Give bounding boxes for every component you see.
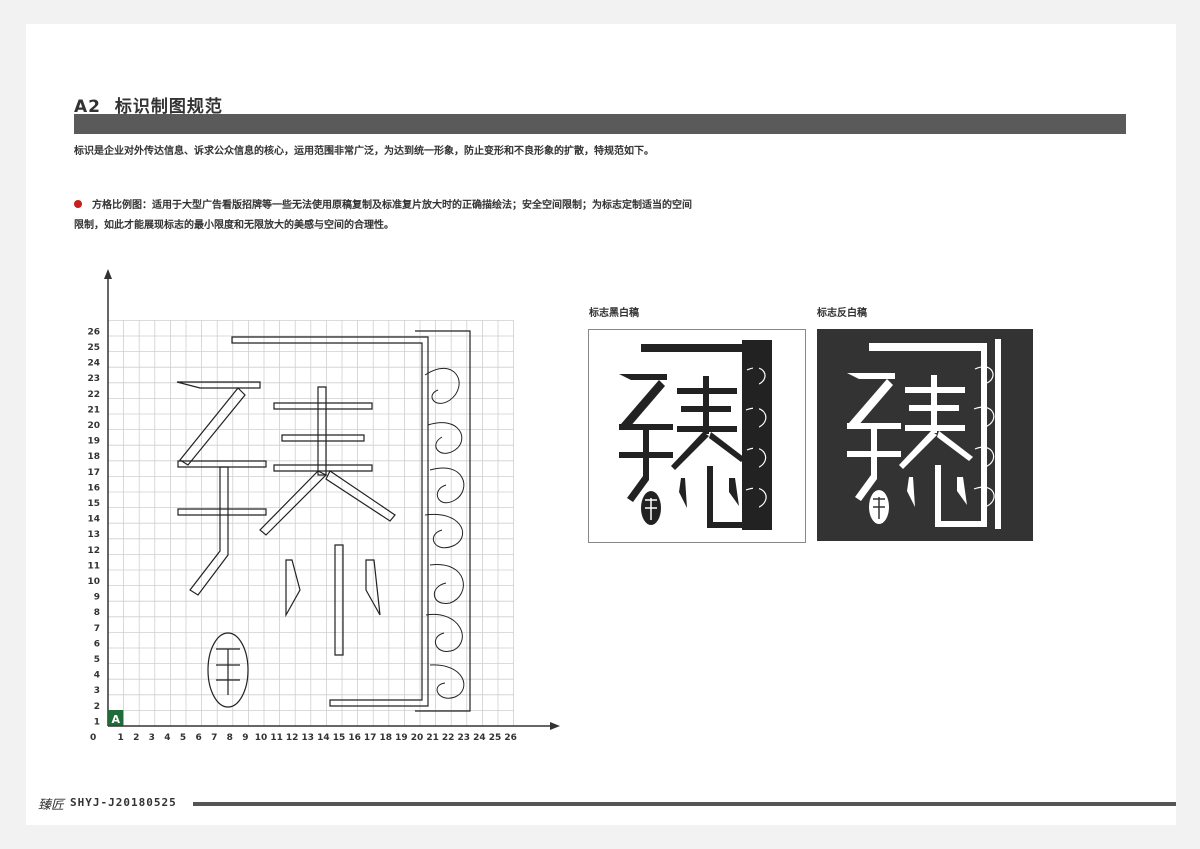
x-axis-arrow-icon [550, 722, 560, 730]
x-axis-tick-label: 20 [411, 733, 424, 743]
x-axis-tick-label: 24 [473, 733, 486, 743]
x-axis-tick-label: 11 [270, 733, 283, 743]
bw-logo-caption: 标志黑白稿 [589, 308, 639, 319]
y-axis-tick-label: 9 [94, 593, 100, 603]
y-axis-tick-label: 22 [87, 390, 100, 400]
grid-axes [104, 269, 560, 730]
y-axis-tick-label: 2 [94, 702, 100, 712]
x-axis-tick-label: 9 [242, 733, 248, 743]
grid-lines [107, 320, 515, 727]
footer-divider [193, 802, 1176, 806]
y-axis-arrow-icon [104, 269, 112, 279]
x-axis-tick-label: 23 [458, 733, 471, 743]
zhen-calligraphy-logo [847, 339, 1001, 529]
grid-corner-marker [108, 710, 124, 726]
y-axis-tick-label: 4 [94, 671, 100, 681]
x-axis-tick-label: 5 [180, 733, 186, 743]
x-axis-tick-label: 15 [333, 733, 346, 743]
x-axis-tick-label: 12 [286, 733, 299, 743]
intro-paragraph: 标识是企业对外传达信息、诉求公众信息的核心，运用范围非常广泛，为达到统一形象，防… [74, 146, 654, 157]
x-axis-tick-label: 13 [302, 733, 315, 743]
x-axis-tick-label: 10 [255, 733, 268, 743]
section-code: A2 [74, 97, 101, 117]
y-axis-tick-label: 7 [94, 624, 100, 634]
x-axis-tick-label: 2 [133, 733, 139, 743]
auspicious-cloud-pattern [424, 367, 465, 699]
x-axis-tick-label: 21 [426, 733, 439, 743]
x-axis-tick-label: 4 [164, 733, 170, 743]
y-axis-tick-label: 13 [87, 530, 100, 540]
y-axis-tick-label: 11 [87, 561, 100, 571]
x-axis-tick-label: 26 [504, 733, 517, 743]
y-axis-tick-label: 25 [87, 343, 100, 353]
x-axis-tick-label: 17 [364, 733, 377, 743]
section-title-text: 标识制图规范 [114, 97, 223, 117]
auspicious-cloud-pattern [973, 366, 995, 508]
y-axis-tick-label: 8 [94, 608, 100, 618]
y-axis-tick-label: 16 [87, 483, 100, 493]
x-axis-tick-label: 7 [211, 733, 217, 743]
grid-origin-label: 0 [90, 733, 96, 743]
bw-logo-panel [588, 329, 806, 543]
y-axis-tick-label: 6 [94, 639, 100, 649]
zhen-calligraphy-logo-outline [176, 330, 471, 712]
x-axis-tick-label: 19 [395, 733, 408, 743]
grid-description-text: 方格比例图：适用于大型广告看版招牌等一些无法使用原稿复制及标准复片放大时的正确描… [74, 200, 692, 231]
x-axis-tick-label: 16 [348, 733, 361, 743]
y-axis-tick-label: 24 [87, 359, 100, 369]
x-axis-tick-label: 3 [149, 733, 155, 743]
y-axis-tick-label: 3 [94, 686, 100, 696]
y-axis-tick-label: 18 [87, 452, 100, 462]
zhen-calligraphy-logo [619, 340, 772, 530]
x-axis-tick-label: 22 [442, 733, 455, 743]
x-axis-tick-label: 8 [227, 733, 233, 743]
y-axis-tick-label: 23 [87, 374, 100, 384]
y-axis-tick-label: 21 [87, 405, 100, 415]
grid-description: 方格比例图：适用于大型广告看版招牌等一些无法使用原稿复制及标准复片放大时的正确描… [74, 196, 694, 236]
section-title: A2 标识制图规范 [74, 92, 223, 117]
y-axis-tick-label: 19 [87, 437, 100, 447]
y-axis-tick-label: 14 [87, 515, 100, 525]
x-axis-tick-label: 18 [380, 733, 393, 743]
x-axis-tick-label: 14 [317, 733, 330, 743]
red-dot-icon [74, 200, 82, 208]
y-axis-tick-label: 26 [87, 327, 100, 337]
y-axis-tick-label: 15 [87, 499, 100, 509]
x-axis-tick-label: 25 [489, 733, 502, 743]
y-axis-tick-label: 12 [87, 546, 100, 556]
x-axis-tick-label: 6 [195, 733, 201, 743]
y-axis-tick-label: 17 [87, 468, 100, 478]
reverse-logo-panel [817, 329, 1033, 541]
y-axis-tick-label: 10 [87, 577, 100, 587]
y-axis-tick-label: 5 [94, 655, 100, 665]
reverse-logo-caption: 标志反白稿 [817, 308, 867, 319]
x-axis-tick-label: 1 [117, 733, 123, 743]
title-bar [74, 114, 1126, 134]
footer-doc-code: SHYJ-J20180525 [70, 796, 177, 809]
footer-brand-mark: 臻匠 [38, 798, 65, 813]
y-axis-tick-label: 1 [94, 717, 100, 727]
grid-corner-label: A [112, 713, 121, 726]
y-axis-tick-label: 20 [87, 421, 100, 431]
auspicious-cloud-pattern [745, 367, 767, 509]
y-axis-labels: 1234567891011121314151617181920212223242… [87, 327, 100, 727]
